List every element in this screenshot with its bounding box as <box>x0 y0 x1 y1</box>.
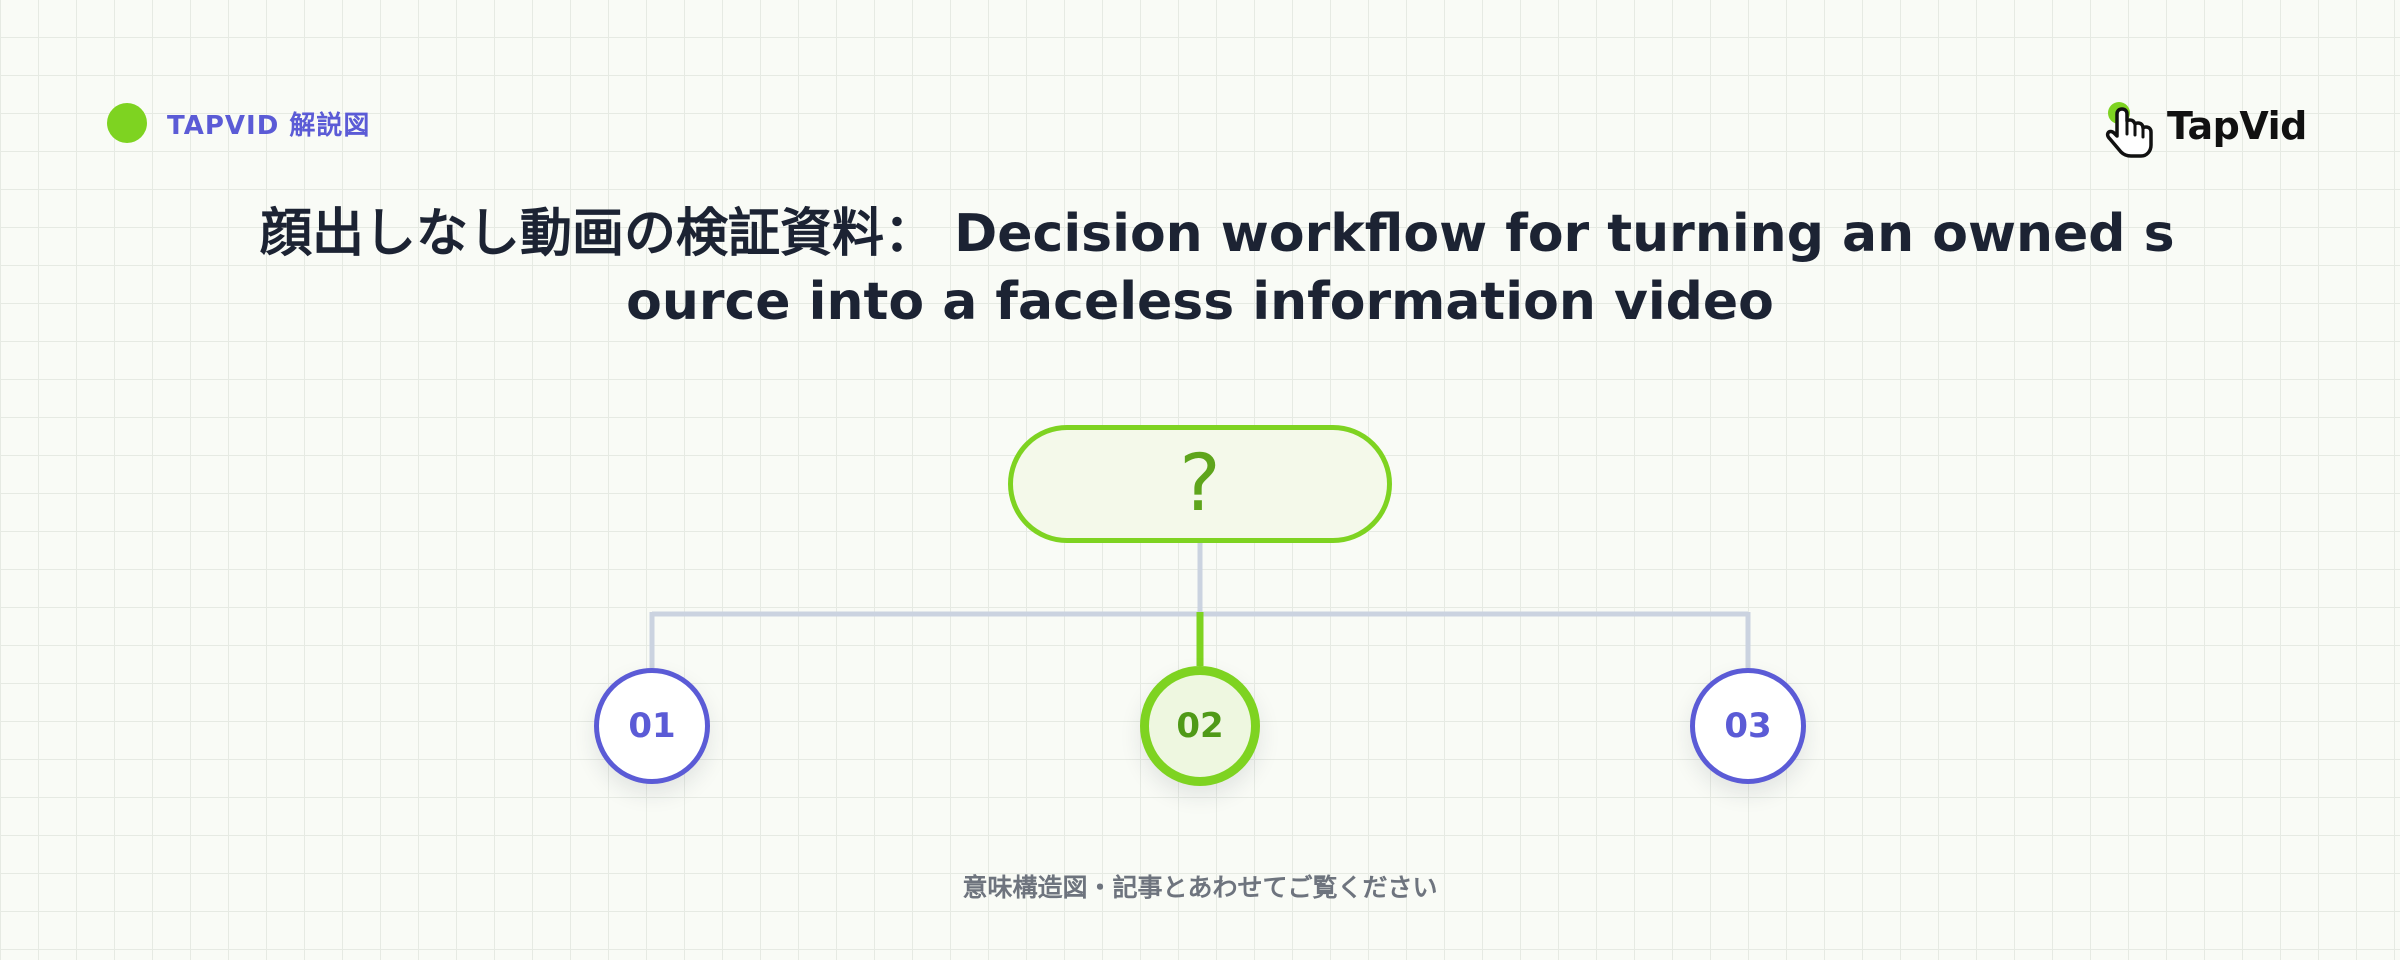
option-node-03: 03 <box>1690 668 1806 784</box>
brand-tag-label: TAPVID 解説図 <box>167 110 371 141</box>
question-node: ? <box>1008 425 1392 543</box>
logo-wordmark: TapVid <box>2167 104 2307 148</box>
option-label-03: 03 <box>1724 706 1772 746</box>
title-line-2: ource into a faceless information video <box>626 272 1774 332</box>
hand-pointer-icon <box>2105 102 2153 158</box>
title-line-1: 顔出しなし動画の検証資料： Decision workflow for turn… <box>260 204 2175 264</box>
footer-caption: 意味構造図・記事とあわせてご覧ください <box>962 873 1438 902</box>
tapvid-logo: TapVid <box>2105 100 2307 160</box>
page-title: 顔出しなし動画の検証資料： Decision workflow for turn… <box>260 200 2175 336</box>
brand-dot-icon <box>107 103 147 143</box>
question-mark-label: ? <box>1179 439 1221 529</box>
option-node-01: 01 <box>594 668 710 784</box>
option-label-02: 02 <box>1176 706 1224 746</box>
option-node-02-selected: 02 <box>1140 666 1260 786</box>
option-label-01: 01 <box>628 706 676 746</box>
brand-tag: TAPVID 解説図 <box>107 103 370 143</box>
